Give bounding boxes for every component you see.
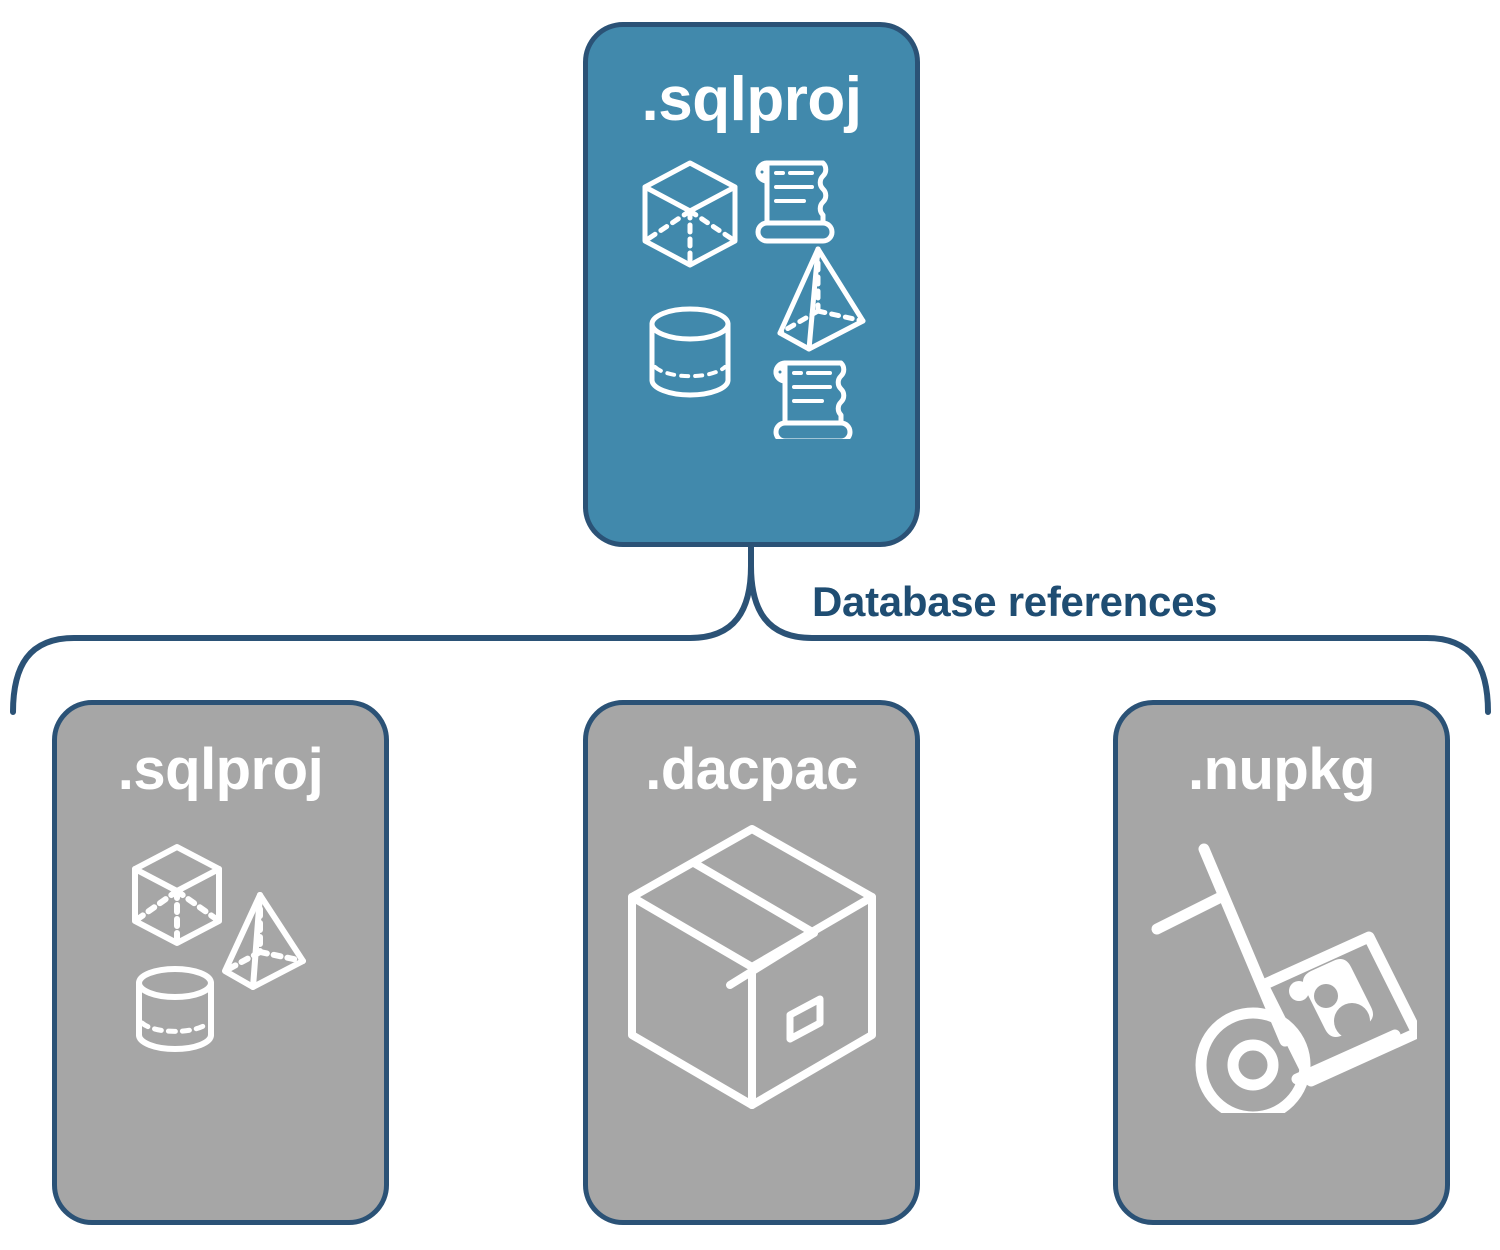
cylinder-icon — [649, 306, 730, 398]
root-icon-group — [637, 149, 867, 444]
brace-left-arm — [10, 563, 754, 715]
dacpac-icon-group — [622, 823, 882, 1118]
node-nupkg[interactable]: .nupkg — [1113, 700, 1450, 1225]
node-title: .dacpac — [645, 737, 858, 802]
node-title: .sqlproj — [117, 737, 324, 802]
scroll-icon-bottom — [773, 360, 852, 444]
sqlproj-objects-icons — [131, 844, 306, 1052]
package-box-icon — [627, 825, 876, 1109]
cube-icon — [131, 844, 222, 946]
node-dacpac[interactable]: .dacpac — [583, 700, 920, 1225]
node-sqlproj-reference[interactable]: .sqlproj — [52, 700, 389, 1225]
hand-truck-icon — [1151, 843, 1422, 1123]
node-title: .nupkg — [1187, 737, 1376, 802]
nupkg-icon-group — [1147, 823, 1422, 1123]
sqlproj-ref-icon-group — [121, 823, 321, 1068]
sqlproj-objects-icons — [642, 160, 865, 444]
node-title: .sqlproj — [641, 65, 862, 134]
edge-label-database-references: Database references — [812, 578, 1218, 625]
cylinder-icon — [135, 966, 214, 1052]
cube-icon — [642, 160, 737, 268]
pyramid-icon — [221, 892, 306, 990]
pyramid-icon — [777, 246, 865, 352]
node-sqlproj-root[interactable]: .sqlproj — [583, 22, 920, 547]
scroll-icon-top — [755, 160, 834, 244]
